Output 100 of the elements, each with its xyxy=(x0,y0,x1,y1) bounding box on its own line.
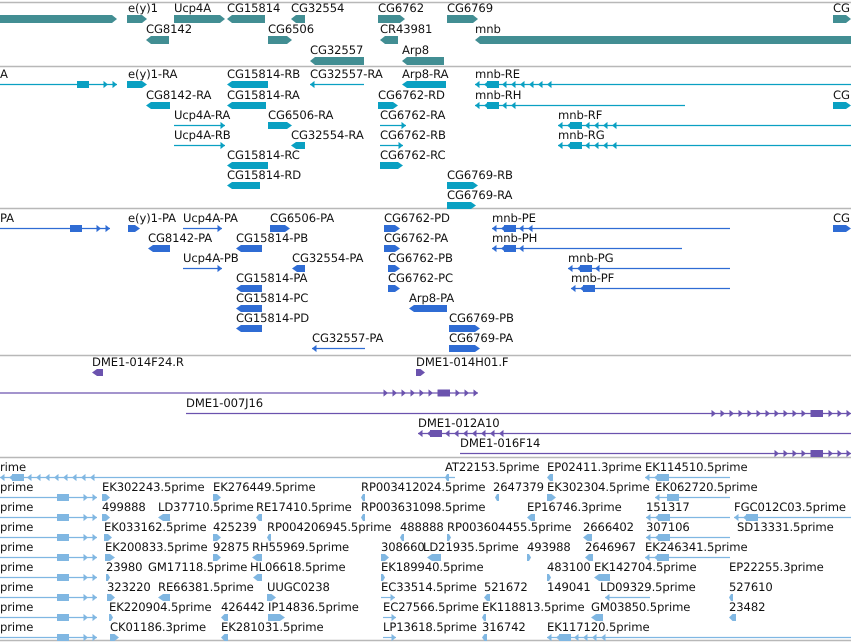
feature-label: CG6762-RC xyxy=(380,148,446,162)
feature-label: CG6769-PA xyxy=(449,332,514,344)
feature-label: 92875 xyxy=(213,540,250,554)
feature-label: Arp8-PA xyxy=(409,292,454,304)
feature-label: CG6762-RB xyxy=(380,128,446,142)
feature-label: CG6506 xyxy=(268,22,314,36)
feature-label: CG32554-PA xyxy=(292,252,364,264)
feature-label: PA xyxy=(0,212,14,224)
feature-label: RP003412024.5prime xyxy=(361,480,486,494)
feature-label: EC27566.5prime xyxy=(383,600,479,614)
feature-label: EK302243.5prime xyxy=(102,480,205,494)
feature-label: prime xyxy=(0,600,34,614)
feature-label: EK033162.5prime xyxy=(104,520,207,534)
feature-label: 2646967 xyxy=(585,540,636,554)
feature-label: prime xyxy=(0,580,34,594)
feature-label: CG32554-RA xyxy=(291,128,364,142)
feature-label: CG8142-PA xyxy=(148,232,212,244)
feature-label: e(y)1 xyxy=(128,2,158,14)
feature-label: EK302304.5prime xyxy=(547,480,650,494)
feature-label: CG6506-RA xyxy=(268,108,334,122)
feature-label: 425239 xyxy=(213,520,257,534)
feature-label: LP13618.5prime xyxy=(383,620,477,634)
feature-label: EK220904.5prime xyxy=(109,600,212,614)
feature-label: DME1-014H01.F xyxy=(416,356,508,368)
feature-label: 308660 xyxy=(381,540,425,554)
feature-label: 149041 xyxy=(547,580,591,594)
feature-label: Ucp4A-PA xyxy=(183,212,238,224)
feature-label: CG15814-PD xyxy=(236,312,310,324)
feature-label: CG6769 xyxy=(447,2,493,14)
feature-label: CR43981 xyxy=(380,22,432,36)
feature-label: CG6762 xyxy=(378,2,424,14)
feature-label: CG6762-RD xyxy=(378,88,445,102)
feature-label: CG6762-PA xyxy=(384,232,448,244)
feature-label: mnb-RF xyxy=(558,108,602,122)
feature-label: EK189940.5prime xyxy=(381,560,484,574)
feature-label: CG xyxy=(833,212,850,224)
feature-label: DME1-012A10 xyxy=(418,416,500,430)
feature-label: CG32554 xyxy=(291,2,344,14)
feature-label: RP003631098.5prime xyxy=(361,500,486,514)
feature-label: EK117120.5prime xyxy=(547,620,650,634)
feature-label: prime xyxy=(0,540,34,554)
feature-label: EP02411.3prime xyxy=(547,460,642,474)
feature-label: CG6762-RA xyxy=(380,108,446,122)
feature-label: CG8142-RA xyxy=(146,88,212,102)
feature-label: UUGC0238 xyxy=(267,580,330,594)
feature-label: CG6762-PD xyxy=(384,212,450,224)
feature-label: mnb-PF xyxy=(571,272,614,284)
feature-label: 493988 xyxy=(527,540,571,554)
feature-label: CG6762-PC xyxy=(388,272,453,284)
feature-label: CG xyxy=(833,2,850,14)
feature-label: CG xyxy=(833,88,850,102)
feature-label: CG15814-RD xyxy=(227,168,302,182)
feature-label: EK281031.5prime xyxy=(221,620,324,634)
feature-label: SD13331.5prime xyxy=(737,520,834,534)
feature-label: 316742 xyxy=(482,620,526,634)
feature-label: 426442 xyxy=(221,600,265,614)
feature-label: e(y)1-RA xyxy=(128,68,178,80)
feature-label: CG15814-PC xyxy=(236,292,308,304)
feature-label: RP004206945.5prime xyxy=(267,520,392,534)
feature-label: CG15814-RA xyxy=(227,88,300,102)
feature-label: EK114510.5prime xyxy=(645,460,748,474)
feature-label: mnb-PE xyxy=(492,212,536,224)
feature-label: CG32557-PA xyxy=(312,332,384,344)
feature-label: DME1-016F14 xyxy=(460,436,540,450)
feature-label: mnb-RH xyxy=(475,88,522,102)
feature-label: 307106 xyxy=(646,520,690,534)
feature-label: IP14836.5prime xyxy=(268,600,359,614)
feature-label: LD37710.5prime xyxy=(158,500,254,514)
feature-label: Ucp4A-PB xyxy=(183,252,239,264)
feature-label: 23482 xyxy=(729,600,766,614)
feature-label: CG15814-PB xyxy=(236,232,308,244)
feature-label: mnb xyxy=(475,22,501,36)
feature-label: CG15814 xyxy=(227,2,280,14)
feature-label: DME1-007J16 xyxy=(186,396,264,410)
feature-label: prime xyxy=(0,620,34,634)
feature-label: RE17410.5prime xyxy=(256,500,352,514)
feature-label: CG6769-PB xyxy=(449,312,514,324)
feature-label: DME1-014F24.R xyxy=(92,356,184,368)
feature-label: LD21935.5prime xyxy=(423,540,519,554)
feature-label: CG6762-PB xyxy=(388,252,453,264)
feature-label: EK062720.5prime xyxy=(655,480,758,494)
feature-label: CG32557 xyxy=(310,44,364,56)
feature-label: prime xyxy=(0,520,34,534)
feature-label: 2647379 xyxy=(493,480,544,494)
feature-label: A xyxy=(0,68,8,80)
feature-label: CG15814-RB xyxy=(227,68,300,80)
feature-label: GM17118.5prime xyxy=(148,560,248,574)
feature-label: 527610 xyxy=(729,580,773,594)
feature-label: CK01186.3prime xyxy=(110,620,206,634)
feature-label: AT22153.5prime xyxy=(445,460,540,474)
feature-label: CG15814-PA xyxy=(236,272,308,284)
feature-label: EK246341.5prime xyxy=(645,540,748,554)
feature-label: CG8142 xyxy=(146,22,192,36)
feature-label: 23980 xyxy=(106,560,142,574)
feature-label: GM03850.5prime xyxy=(591,600,690,614)
feature-label: Ucp4A-RB xyxy=(174,128,231,142)
feature-label: EC33514.5prime xyxy=(381,580,477,594)
feature-label: 488888 xyxy=(400,520,444,534)
feature-label: RP003604455.5prime xyxy=(447,520,572,534)
feature-label: 2666402 xyxy=(583,520,634,534)
